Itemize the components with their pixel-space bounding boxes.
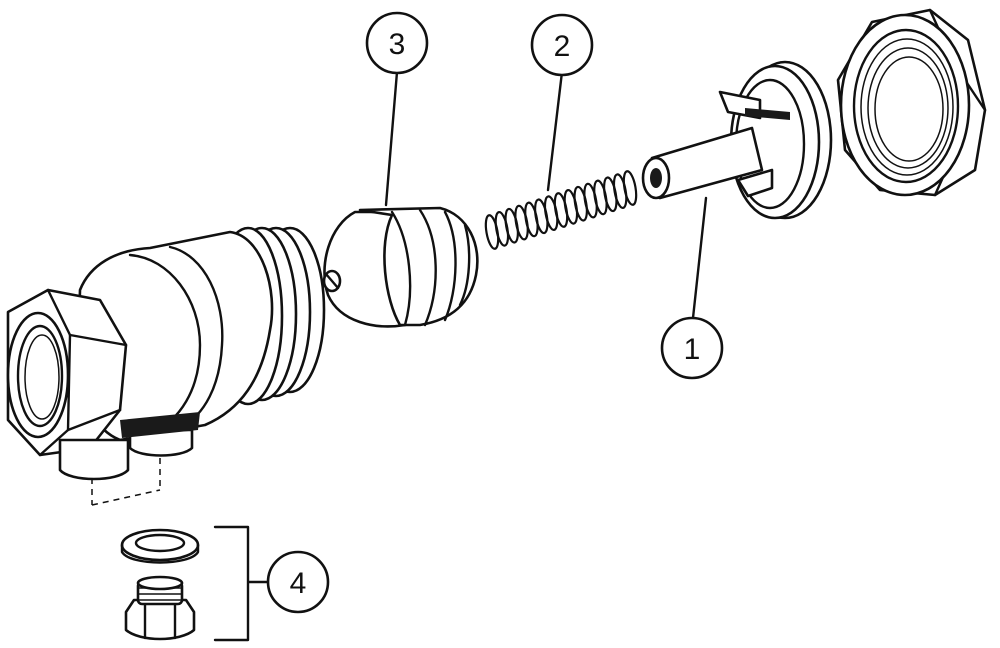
stem-assembly — [641, 60, 833, 220]
callout-1: 1 — [660, 316, 724, 380]
bracket-4 — [213, 525, 270, 642]
valve-plug — [322, 206, 479, 328]
leader-line-2 — [546, 70, 564, 192]
callout-2-label: 2 — [554, 30, 571, 63]
valve-body — [6, 226, 326, 506]
callout-2: 2 — [530, 13, 594, 77]
spring — [484, 170, 638, 250]
drain-plug — [124, 575, 196, 641]
callout-1-label: 1 — [684, 333, 701, 366]
callout-3: 3 — [365, 11, 429, 75]
callout-4: 4 — [266, 550, 330, 614]
washer — [120, 528, 200, 564]
callout-3-label: 3 — [389, 28, 406, 61]
leader-line-1 — [691, 196, 708, 320]
callout-4-label: 4 — [290, 567, 307, 600]
leader-line-3 — [384, 70, 399, 207]
spring-coil — [622, 170, 638, 206]
union-nut — [836, 8, 987, 197]
